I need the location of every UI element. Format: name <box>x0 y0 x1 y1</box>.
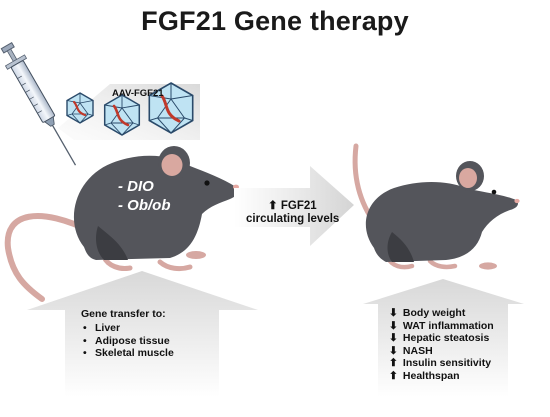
up-arrow-icon: ⬆ <box>389 357 398 370</box>
outcome-item: ⬇ Hepatic steatosis <box>389 332 494 345</box>
down-arrow-icon: ⬇ <box>389 332 398 345</box>
page-title: FGF21 Gene therapy <box>141 6 409 36</box>
aav-capsid-medium-icon <box>103 94 141 136</box>
target-item: Liver <box>81 322 174 335</box>
circulating-levels-label: circulating levels <box>246 213 340 225</box>
vector-label: AAV-FGF21 <box>112 88 164 99</box>
up-arrow-icon: ⬆ <box>268 200 278 212</box>
syringe-icon <box>0 41 77 166</box>
down-arrow-icon: ⬇ <box>389 307 398 319</box>
outcome-item: ⬇ Body weight <box>389 307 494 320</box>
gene-transfer-box: Gene transfer to: Liver Adipose tissue S… <box>81 308 174 360</box>
down-arrow-icon: ⬇ <box>389 344 398 357</box>
target-item: Adipose tissue <box>81 335 174 348</box>
outcome-item: ⬆ Healthspan <box>389 370 494 383</box>
up-arrow-icon: ⬆ <box>389 369 398 382</box>
model-label-dio: - DIO <box>118 178 154 195</box>
outcome-item: ⬇ NASH <box>389 345 494 358</box>
aav-capsid-large-icon <box>148 82 194 134</box>
treated-mouse-icon <box>4 146 239 302</box>
gene-transfer-targets: Liver Adipose tissue Skeletal muscle <box>81 322 174 360</box>
aav-capsid-small-icon <box>66 92 94 124</box>
fgf21-text: FGF21 <box>280 200 317 212</box>
fgf21-levels-arrow <box>234 166 354 246</box>
down-arrow-icon: ⬇ <box>389 319 398 332</box>
outcomes-list: ⬇ Body weight ⬇ WAT inflammation ⬇ Hepat… <box>389 307 494 383</box>
model-label-obob: - Ob/ob <box>118 197 171 214</box>
outcome-text: Insulin sensitivity <box>402 357 492 370</box>
gene-transfer-heading: Gene transfer to: <box>81 308 166 320</box>
healthy-mouse-icon <box>352 143 520 270</box>
outcome-item: ⬆ Insulin sensitivity <box>389 357 494 370</box>
outcome-text: Body weight <box>402 307 466 319</box>
outcome-text: WAT inflammation <box>402 319 494 332</box>
target-item: Skeletal muscle <box>81 347 174 360</box>
outcomes-arrow <box>363 279 524 397</box>
outcome-text: Healthspan <box>402 369 460 382</box>
fgf21-levels-label: ⬆ FGF21 <box>268 198 348 212</box>
outcome-text: Hepatic steatosis <box>402 332 490 345</box>
outcome-item: ⬇ WAT inflammation <box>389 320 494 333</box>
outcome-text: NASH <box>402 344 433 357</box>
